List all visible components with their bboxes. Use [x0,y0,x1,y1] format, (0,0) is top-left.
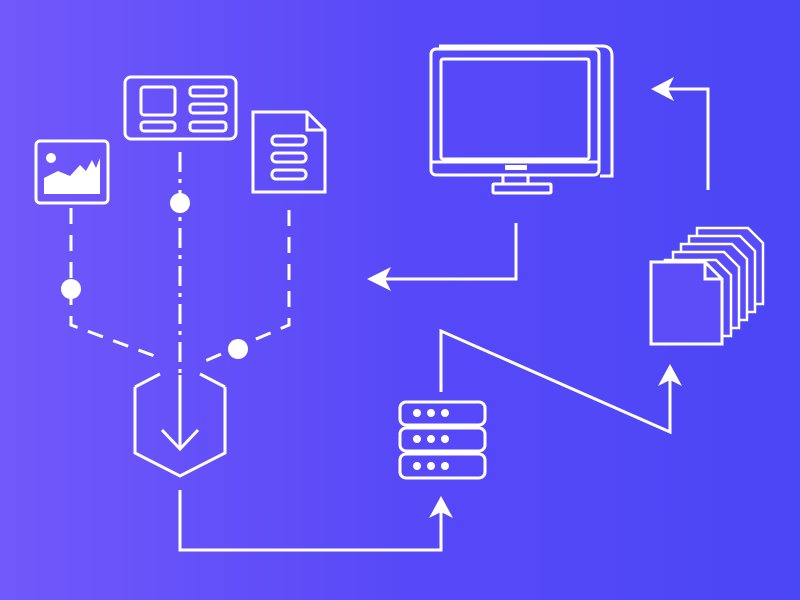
edge-node-dot [61,279,81,299]
arrowhead-left [651,77,674,101]
image-icon [34,139,110,205]
edge-files-to-monitor [667,87,710,190]
monitor-icon [429,44,614,195]
document-icon [251,110,327,194]
edge-document-to-processor [204,210,291,363]
edge-image-to-processor [69,208,161,360]
hexagon-download-icon [133,372,227,478]
edge-monitor-to-processor [384,223,518,281]
arrowhead-up [658,364,682,386]
server-stack-icon [398,400,487,480]
edge-processor-to-server [178,490,443,552]
edge-server-to-files [439,328,672,435]
edge-node-dot [228,339,248,359]
arrowhead-left [367,267,391,291]
file-stack-icon [649,226,765,346]
layout-card-icon [123,75,238,141]
arrowhead-up [429,496,453,518]
edge-node-dot [170,193,190,213]
